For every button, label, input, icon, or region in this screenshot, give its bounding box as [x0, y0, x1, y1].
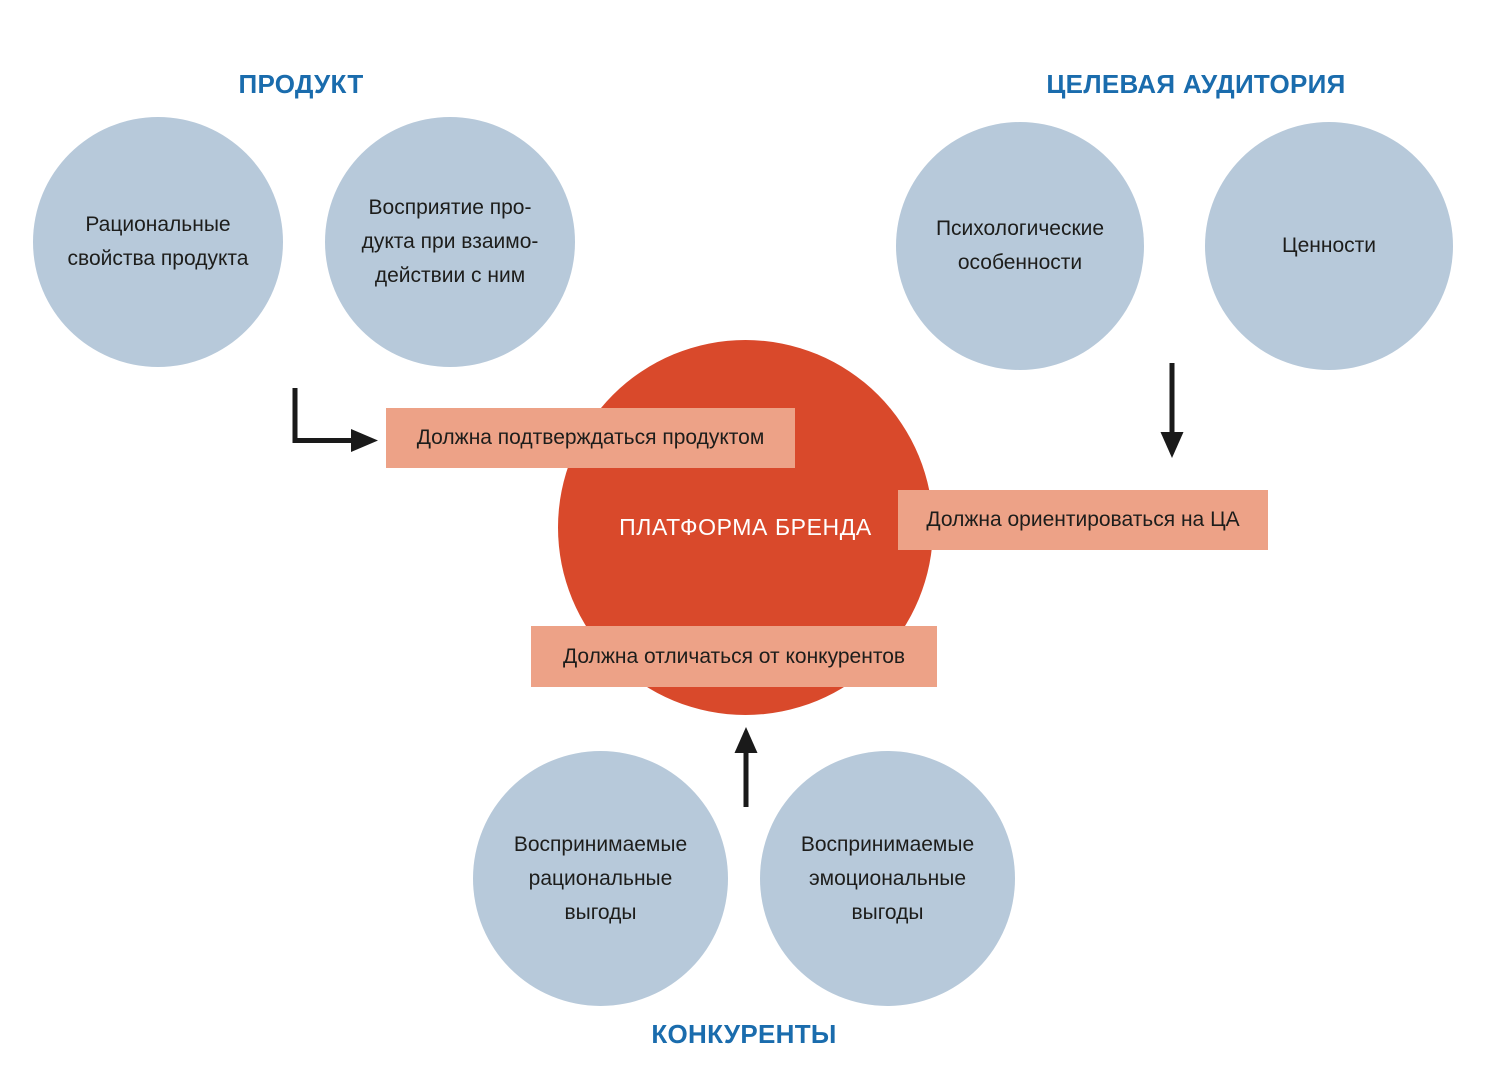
circle-values-label: Ценности	[1282, 234, 1376, 257]
section-title-product: ПРОДУКТ	[238, 69, 364, 99]
circle-perceived-emotional-benefits-label: Воспринимаемые эмоциональные выгоды	[800, 832, 975, 924]
circle-rational-properties-label: Рациональные свойства продукта	[67, 213, 249, 270]
circle-product-perception-label: Восприятие про- дукта при взаимо- действ…	[361, 196, 539, 287]
circle-psychological-features: Психологические особенности	[896, 122, 1144, 370]
circle-psychological-features-label: Психологические особенности	[935, 217, 1105, 274]
section-title-competitors: КОНКУРЕНТЫ	[651, 1019, 837, 1049]
arrow-product-to-label	[292, 388, 378, 452]
circle-product-perception: Восприятие про- дукта при взаимо- действ…	[325, 117, 575, 367]
label-must-target-audience-text: Должна ориентироваться на ЦА	[926, 508, 1240, 531]
label-must-be-confirmed-by-product: Должна подтверждаться продуктом	[386, 408, 795, 468]
section-title-target-audience: ЦЕЛЕВАЯ АУДИТОРИЯ	[1046, 69, 1346, 99]
circle-rational-properties: Рациональные свойства продукта	[33, 117, 283, 367]
brand-platform-label: ПЛАТФОРМА БРЕНДА	[619, 514, 872, 540]
label-must-be-confirmed-by-product-text: Должна подтверждаться продуктом	[416, 426, 765, 449]
label-must-differ-from-competitors: Должна отличаться от конкурентов	[531, 626, 937, 687]
arrow-audience-to-label	[1160, 363, 1184, 458]
circle-perceived-rational-benefits: Воспринимаемые рациональные выгоды	[473, 751, 728, 1006]
arrow-competitors-to-platform	[734, 727, 758, 807]
circle-values: Ценности	[1205, 122, 1453, 370]
label-must-target-audience: Должна ориентироваться на ЦА	[898, 490, 1268, 550]
circle-perceived-rational-benefits-label: Воспринимаемые рациональные выгоды	[513, 832, 688, 924]
label-must-differ-from-competitors-text: Должна отличаться от конкурентов	[562, 644, 906, 668]
circle-perceived-emotional-benefits: Воспринимаемые эмоциональные выгоды	[760, 751, 1015, 1006]
